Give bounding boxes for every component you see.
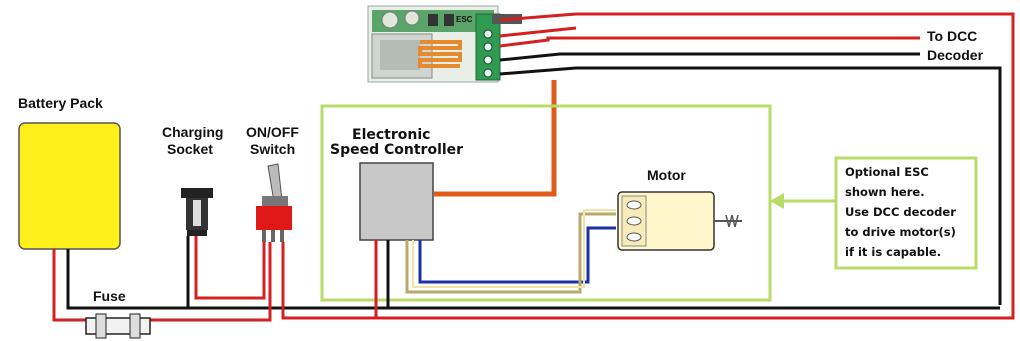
note-line-5: if it is capable.	[845, 245, 942, 259]
note-line-1: Optional ESC	[845, 165, 929, 179]
esc-chip-label: ESC	[456, 15, 473, 24]
fuse-label: Fuse	[93, 288, 126, 304]
battery-wires	[52, 236, 1015, 322]
dcc-black-wires	[499, 52, 1002, 305]
battery-pack-label: Battery Pack	[18, 95, 103, 111]
decoder-label: Decoder	[927, 47, 984, 63]
note-line-2: shown here.	[845, 185, 925, 199]
dcc-red-wires	[499, 12, 1015, 300]
esc-circuit-board	[367, 5, 522, 83]
motor-label: Motor	[647, 167, 686, 183]
battery-pack-shape	[18, 122, 121, 250]
motor-shape	[617, 191, 742, 251]
switch-label: Switch	[250, 141, 296, 157]
on-off-switch-shape	[256, 163, 292, 242]
esc-box-shape	[359, 162, 434, 241]
charging-label: Charging	[162, 124, 224, 140]
socket-label: Socket	[167, 141, 213, 157]
esc-highlight-box	[320, 104, 772, 302]
electronic-label: Electronic	[352, 127, 431, 143]
arrow-left-icon	[770, 193, 836, 209]
to-dcc-label: To DCC	[927, 28, 978, 44]
note-line-3: Use DCC decoder	[845, 205, 956, 219]
speed-controller-label: Speed Controller	[330, 142, 464, 158]
note-line-4: to drive motor(s)	[845, 225, 956, 239]
note-text: Optional ESC shown here. Use DCC decoder…	[845, 162, 956, 262]
esc-feed-wire	[434, 80, 557, 197]
charging-socket-shape	[181, 188, 213, 236]
on-off-label: ON/OFF	[246, 124, 299, 140]
fuse-shape	[85, 313, 151, 339]
note-box	[834, 156, 978, 270]
motor-wires	[405, 209, 616, 294]
